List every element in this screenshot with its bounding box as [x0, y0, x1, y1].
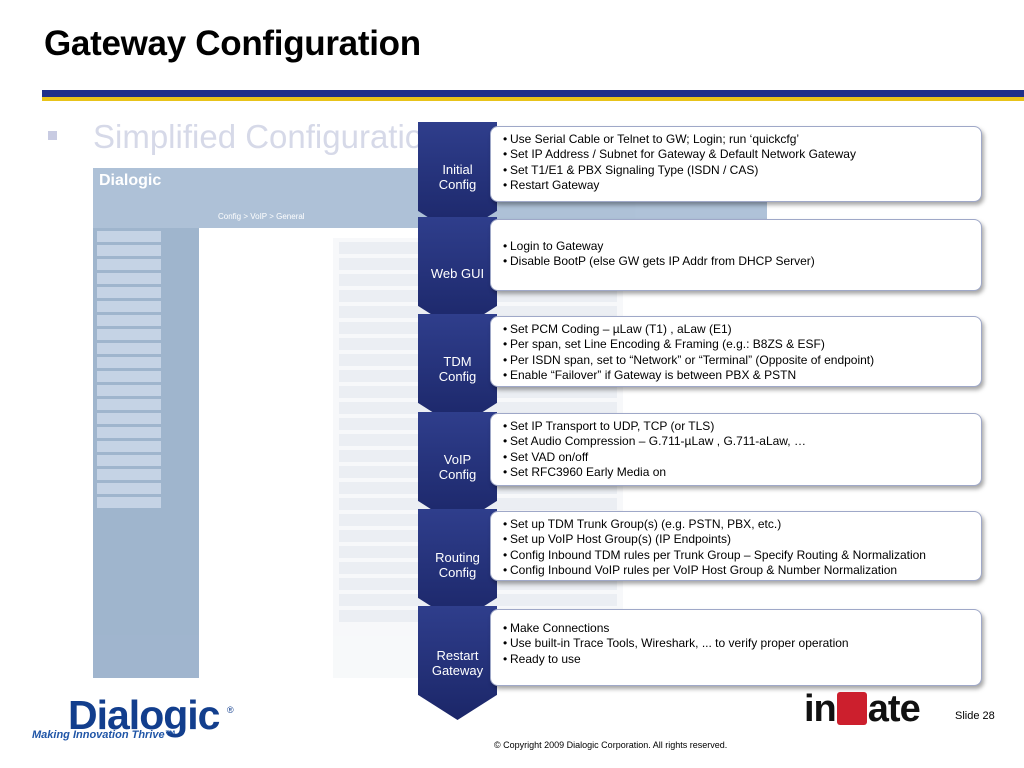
list-item: Set T1/E1 & PBX Signaling Type (ISDN / C…	[503, 163, 981, 179]
step-box-tdm-config: Set PCM Coding – µLaw (T1) , aLaw (E1) P…	[490, 316, 982, 387]
chevron-label: Routing Config	[435, 550, 480, 580]
chevron-voip-config	[418, 412, 497, 526]
list-item: Config Inbound TDM rules per Trunk Group…	[503, 548, 981, 564]
faded-bullet-text: Simplified Configuration M	[93, 118, 479, 155]
list-item: Set IP Transport to UDP, TCP (or TLS)	[503, 419, 981, 435]
list-item: Use built-in Trace Tools, Wireshark, ...…	[503, 636, 981, 652]
list-item: Ready to use	[503, 652, 981, 668]
slide-number: Slide 28	[955, 710, 995, 722]
list-item: Set up VoIP Host Group(s) (IP Endpoints)	[503, 532, 981, 548]
step-box-restart-gateway: Make Connections Use built-in Trace Tool…	[490, 609, 982, 686]
list-item: Use Serial Cable or Telnet to GW; Login;…	[503, 132, 981, 148]
bg-sidebar	[93, 228, 199, 678]
registered-mark: ®	[227, 705, 234, 715]
bullet-square-icon	[48, 131, 57, 140]
title-rule-navy	[42, 90, 1024, 97]
list-item: Config Inbound VoIP rules per VoIP Host …	[503, 563, 981, 579]
bg-breadcrumb: Config > VoIP > General	[218, 212, 305, 221]
step-box-voip-config: Set IP Transport to UDP, TCP (or TLS) Se…	[490, 413, 982, 486]
chevron-label: Initial Config	[438, 162, 477, 192]
chevron-tdm-config	[418, 314, 497, 428]
list-item: Per ISDN span, set to “Network” or “Term…	[503, 353, 981, 369]
chevron-label: TDM Config	[438, 354, 477, 384]
list-item: Set IP Address / Subnet for Gateway & De…	[503, 147, 981, 163]
ingate-g-icon	[836, 692, 867, 725]
chevron-label: VoIP Config	[438, 452, 477, 482]
list-item: Set Audio Compression – G.711-µLaw , G.7…	[503, 434, 981, 450]
step-box-initial-config: Use Serial Cable or Telnet to GW; Login;…	[490, 126, 982, 202]
dialogic-tagline: Making Innovation Thrive™	[32, 729, 176, 741]
bg-logo: Dialogic	[99, 172, 162, 189]
list-item: Make Connections	[503, 621, 981, 637]
copyright-notice: © Copyright 2009 Dialogic Corporation. A…	[494, 740, 728, 750]
chevron-label: Restart Gateway	[431, 648, 484, 678]
step-box-web-gui: Login to Gateway Disable BootP (else GW …	[490, 219, 982, 291]
chevron-routing-config	[418, 509, 497, 623]
list-item: Set PCM Coding – µLaw (T1) , aLaw (E1)	[503, 322, 981, 338]
list-item: Set VAD on/off	[503, 450, 981, 466]
list-item: Set up TDM Trunk Group(s) (e.g. PSTN, PB…	[503, 517, 981, 533]
dialogic-logo: Dialogic	[68, 692, 220, 738]
list-item: Per span, set Line Encoding & Framing (e…	[503, 337, 981, 353]
list-item: Disable BootP (else GW gets IP Addr from…	[503, 254, 981, 270]
list-item: Enable “Failover” if Gateway is between …	[503, 368, 981, 384]
chevron-web-gui	[418, 217, 497, 331]
slide-title: Gateway Configuration	[44, 24, 421, 63]
step-box-routing-config: Set up TDM Trunk Group(s) (e.g. PSTN, PB…	[490, 511, 982, 581]
chevron-restart-gateway	[418, 606, 497, 720]
list-item: Login to Gateway	[503, 239, 981, 255]
title-rule-yellow	[42, 97, 1024, 101]
list-item: Set RFC3960 Early Media on	[503, 465, 981, 481]
list-item: Restart Gateway	[503, 178, 981, 194]
chevron-label: Web GUI	[430, 266, 485, 281]
